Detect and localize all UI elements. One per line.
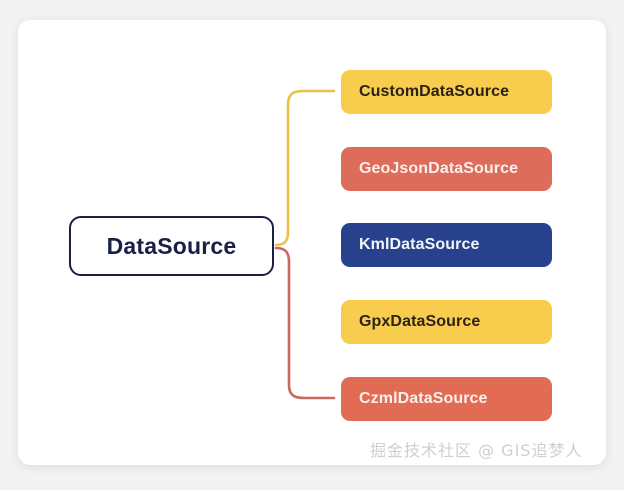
leaf-node-kml-datasource[interactable]: KmlDataSource	[341, 223, 552, 267]
root-node-label: DataSource	[106, 232, 237, 259]
watermark-text: 掘金技术社区 @ GIS追梦人	[370, 441, 583, 460]
leaf-node-label: GpxDataSource	[359, 313, 481, 330]
leaf-node-geojson-datasource[interactable]: GeoJsonDataSource	[341, 147, 552, 191]
leaf-node-label: GeoJsonDataSource	[359, 160, 519, 177]
leaf-node-label: CzmlDataSource	[359, 390, 488, 407]
leaf-node-gpx-datasource[interactable]: GpxDataSource	[341, 300, 552, 344]
leaf-node-czml-datasource[interactable]: CzmlDataSource	[341, 377, 552, 421]
leaf-node-label: CustomDataSource	[359, 83, 510, 100]
root-node-datasource[interactable]: DataSource	[69, 216, 274, 276]
leaf-node-custom-datasource[interactable]: CustomDataSource	[341, 70, 552, 114]
leaf-node-label: KmlDataSource	[359, 236, 480, 253]
